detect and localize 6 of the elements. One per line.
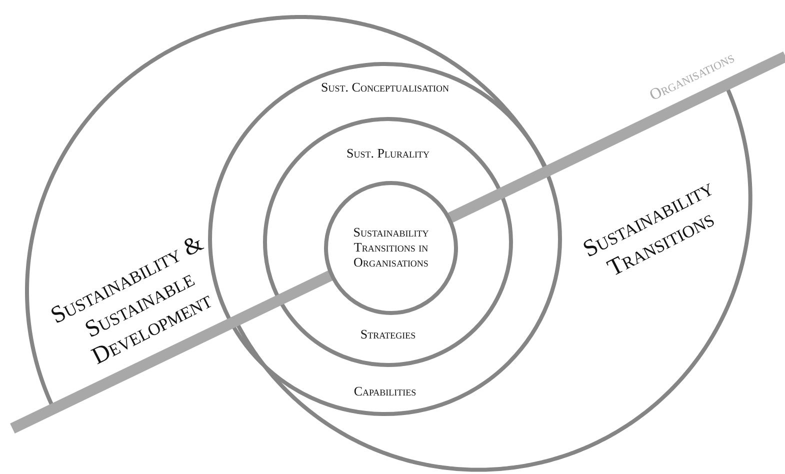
ring-label: Sust. Plurality xyxy=(346,146,430,162)
circle-ring xyxy=(263,117,513,367)
ring-label: Capabilities xyxy=(352,384,418,400)
ring-label: Strategies xyxy=(359,328,417,342)
center-label: Sustainability Transitions in Organisations xyxy=(352,226,430,270)
ring-label: Sust. Conceptualisation xyxy=(320,80,450,96)
